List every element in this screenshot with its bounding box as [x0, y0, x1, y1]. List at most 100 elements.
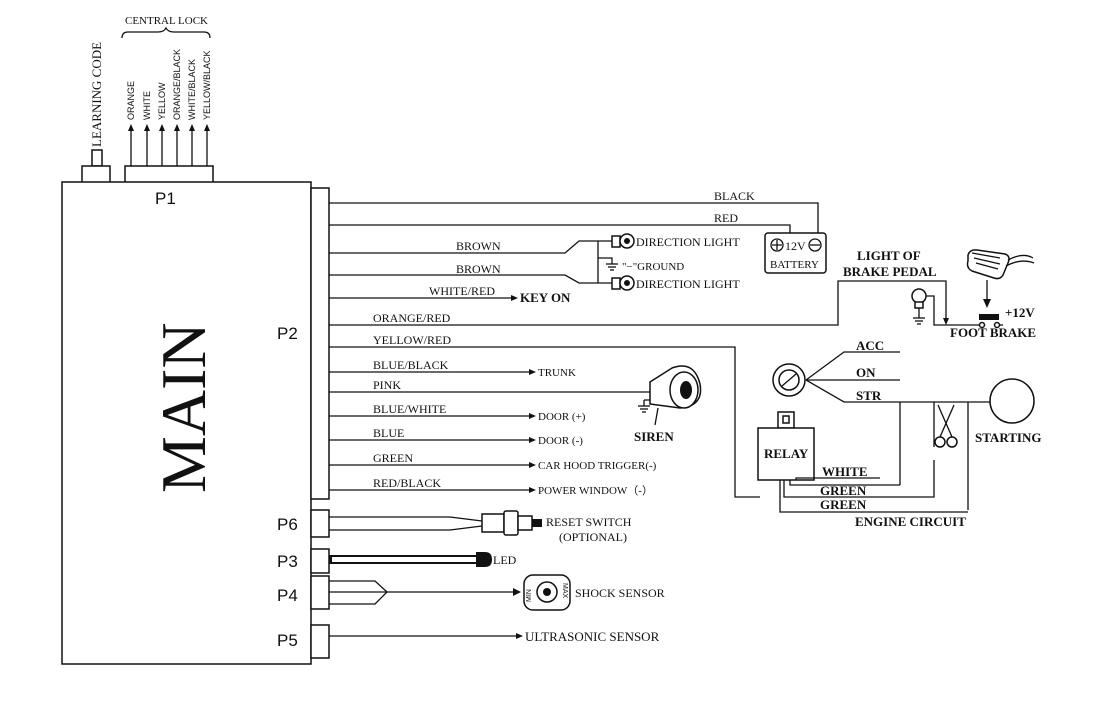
- blue-black-wire-label: BLUE/BLACK: [373, 358, 449, 372]
- direction-light-1-label: DIRECTION LIGHT: [636, 235, 740, 249]
- battery-minus-icon: [808, 238, 822, 252]
- relay-label: RELAY: [764, 446, 809, 461]
- brake-circuit: ORANGE/RED LIGHT OF BRAKE PEDAL +12V FOO…: [329, 248, 1036, 340]
- plus-12v-label: +12V: [1005, 305, 1035, 320]
- ignition-circuit: YELLOW/RED ACC ON STR STARTING RELAY: [329, 333, 1042, 529]
- black-wire-label: BLACK: [714, 189, 755, 203]
- central-lock-wires: [130, 130, 208, 170]
- central-lock-group: CENTRAL LOCK ORANGE WHITE YELLOW ORANGE/…: [121, 15, 212, 170]
- p6-label: P6: [277, 515, 298, 534]
- ultrasonic-sensor-label: ULTRASONIC SENSOR: [525, 629, 660, 644]
- main-box: [61, 181, 312, 665]
- door-plus-label: DOOR (+): [538, 411, 586, 423]
- starting-motor-icon: [989, 378, 1035, 424]
- lock-wire-label: ORANGE/BLACK: [172, 49, 182, 120]
- brown-wire-2: [329, 274, 620, 284]
- accessory-outputs: BLUE/BLACK TRUNK PINK SIREN BLUE/WHITE D…: [329, 358, 702, 497]
- reset-switch-icon[interactable]: [481, 510, 542, 536]
- yellow-red-wire: [329, 346, 760, 498]
- learning-code-label: LEARNING CODE: [89, 42, 104, 147]
- lock-wire-label: YELLOW/BLACK: [202, 50, 212, 120]
- door-minus-label: DOOR (-): [538, 435, 583, 447]
- str-label: STR: [856, 388, 882, 403]
- white-red-wire-label: WHITE/RED: [429, 284, 495, 298]
- white-wire-label: WHITE: [822, 464, 868, 479]
- power-window-label: POWER WINDOW（-）: [538, 484, 653, 497]
- p2-connector: [310, 187, 330, 500]
- lock-wire-label: WHITE/BLACK: [187, 59, 197, 120]
- yellow-red-wire-label: YELLOW/RED: [373, 333, 451, 347]
- foot-brake-switch: [979, 314, 999, 320]
- green-wire-2-label: GREEN: [820, 497, 867, 512]
- black-wire: [329, 202, 819, 233]
- ground-label: "−"GROUND: [622, 261, 684, 273]
- siren-icon: [638, 365, 702, 426]
- direction-light-circuit: BROWN BROWN "−"GROUND DIRECTION LIGHT DI…: [329, 233, 740, 291]
- foot-brake-label: FOOT BRAKE: [950, 325, 1036, 340]
- central-lock-label: CENTRAL LOCK: [125, 15, 208, 27]
- trunk-label: TRUNK: [538, 367, 576, 379]
- lock-wire-label: YELLOW: [157, 82, 167, 120]
- direction-light-2-label: DIRECTION LIGHT: [636, 277, 740, 291]
- battery-box: [764, 232, 827, 274]
- ultrasonic-circuit: ULTRASONIC SENSOR: [329, 629, 660, 644]
- red-wire: [329, 224, 791, 233]
- acc-label: ACC: [856, 338, 884, 353]
- p3-connector: [310, 548, 330, 574]
- lock-wire-label: WHITE: [142, 91, 152, 120]
- blue-white-wire-label: BLUE/WHITE: [373, 402, 446, 416]
- p4-connector: [310, 575, 330, 610]
- shock-sensor-circuit: MIN MAX SHOCK SENSOR: [329, 574, 665, 611]
- car-hood-label: CAR HOOD TRIGGER(-): [538, 460, 657, 472]
- key-on-label: KEY ON: [520, 290, 571, 305]
- brown-wire-2-label: BROWN: [456, 262, 501, 276]
- p1-label: P1: [155, 189, 176, 208]
- p1-connector-small: [81, 165, 111, 184]
- led-circuit: LED: [329, 552, 517, 567]
- battery-plus-icon: [770, 238, 784, 252]
- pink-wire-label: PINK: [373, 378, 401, 392]
- p1-connector: [124, 165, 214, 184]
- main-unit: MAIN P1 P2 P6 P3 P4 P5: [61, 165, 330, 665]
- starting-label: STARTING: [975, 430, 1042, 445]
- brake-light-label-1: LIGHT OF: [857, 248, 921, 263]
- relay-icon: RELAY: [757, 411, 815, 481]
- learning-code-button[interactable]: [91, 149, 103, 167]
- reset-switch-optional-label: (OPTIONAL): [559, 530, 627, 544]
- blue-wire-label: BLUE: [373, 426, 404, 440]
- brake-pedal-icon: [966, 249, 1035, 308]
- p6-connector: [310, 509, 330, 538]
- p4-label: P4: [277, 586, 298, 605]
- central-lock-arrows: [128, 124, 210, 131]
- battery-label: BATTERY: [770, 259, 819, 271]
- lock-wire-label: ORANGE: [126, 81, 136, 120]
- reset-switch-label: RESET SWITCH: [546, 515, 632, 529]
- ground-icon: [606, 263, 618, 271]
- led-label: LED: [493, 553, 517, 567]
- battery-circuit: BLACK RED 12V BATTERY: [329, 189, 827, 274]
- green-wire-1-label: GREEN: [820, 483, 867, 498]
- shock-sensor-min-label: MIN: [526, 589, 533, 602]
- shock-sensor-max-label: MAX: [561, 583, 568, 599]
- direction-light-1-icon: [611, 233, 635, 249]
- engine-circuit-label: ENGINE CIRCUIT: [855, 514, 966, 529]
- red-wire-label: RED: [714, 211, 738, 225]
- brake-light-bulb-icon: [911, 288, 927, 325]
- shock-sensor-icon: MIN MAX: [523, 574, 571, 611]
- p2-label: P2: [277, 324, 298, 343]
- orange-red-wire-label: ORANGE/RED: [373, 311, 451, 325]
- reset-switch-circuit: RESET SWITCH (OPTIONAL): [329, 510, 632, 544]
- p3-label: P3: [277, 552, 298, 571]
- brake-light-label-2: BRAKE PEDAL: [843, 264, 937, 279]
- key-on-circuit: WHITE/RED KEY ON: [329, 284, 571, 305]
- p5-label: P5: [277, 631, 298, 650]
- ignition-switch-icon: [772, 363, 806, 397]
- shock-sensor-label: SHOCK SENSOR: [575, 586, 665, 600]
- main-label: MAIN: [148, 322, 219, 493]
- on-label: ON: [856, 365, 876, 380]
- green-wire-label: GREEN: [373, 451, 413, 465]
- orange-red-wire: [329, 280, 947, 326]
- siren-label: SIREN: [634, 429, 674, 444]
- red-black-wire-label: RED/BLACK: [373, 476, 441, 490]
